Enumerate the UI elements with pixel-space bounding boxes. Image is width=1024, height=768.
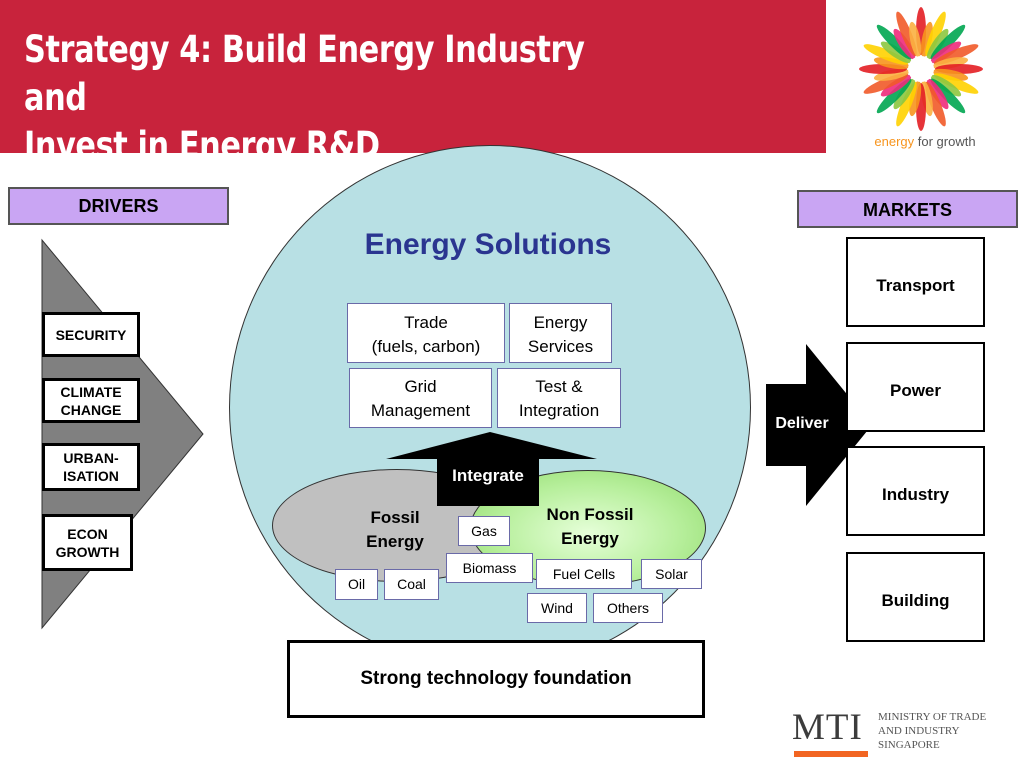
flower-petal [876,24,912,60]
flower-petal [880,74,912,97]
slide-title-line1: Strategy 4: Build Energy Industry and [24,28,585,119]
tag-coal: Coal [384,569,439,600]
energy-solutions-title: Energy Solutions [364,228,612,261]
driver-security: SECURITY [42,312,140,357]
solution-services-line2: Services [527,337,594,356]
mti-line1: MINISTRY OF TRADE [878,711,987,723]
solution-test-integration: Test & Integration [497,368,621,428]
driver-climate-change: CLIMATE CHANGE [42,378,140,423]
market-power: Power [846,342,985,432]
solution-grid-line1: Grid [404,377,437,396]
mti-ministry-name: MINISTRY OF TRADE AND INDUSTRY SINGAPORE [878,710,1024,752]
non-fossil-line1: Non Fossil [546,505,634,524]
flower-petal [863,44,909,65]
flower-logo-icon [859,7,983,131]
integrate-label: Integrate [452,466,524,485]
fossil-line2: Energy [366,532,424,551]
slide-title: Strategy 4: Build Energy Industry and In… [24,26,647,170]
solution-trade: Trade (fuels, carbon) [347,303,505,363]
logo-tagline-rest: for growth [914,134,976,149]
non-fossil-energy-label: Non Fossil Energy [520,503,660,551]
tag-biomass: Biomass [446,553,533,583]
driver-urbanisation: URBAN- ISATION [42,443,140,491]
flower-petal [896,81,917,127]
flower-petal [926,78,949,110]
flower-petal [930,74,962,97]
tag-fuel-cells: Fuel Cells [536,559,632,589]
solution-test-line2: Integration [518,401,600,420]
flower-petal [880,41,912,64]
solution-grid-management: Grid Management [349,368,492,428]
flower-petal [876,78,912,114]
flower-petal [930,24,966,60]
flower-petal [932,68,969,81]
flower-petal [925,11,946,57]
flower-petal [909,80,922,117]
markets-label: MARKETS [797,190,1018,228]
deliver-label: Deliver [775,415,829,432]
non-fossil-line2: Energy [561,529,619,548]
slide-title-line2: Invest in Energy R&D [24,124,380,167]
driver-econ-line2: GROWTH [55,543,120,560]
tag-oil: Oil [335,569,378,600]
driver-urban-line1: URBAN- [63,450,119,466]
fossil-line1: Fossil [370,508,420,527]
solution-trade-line2: (fuels, carbon) [371,337,481,356]
drivers-label: DRIVERS [8,187,229,225]
mti-accent-bar [794,751,868,757]
driver-econ-growth: ECON GROWTH [42,514,133,571]
energy-for-growth-logo: energy for growth [826,0,1024,156]
mti-line2: AND INDUSTRY [878,725,960,737]
driver-urban-line2: ISATION [63,468,119,484]
market-building: Building [846,552,985,642]
driver-security-line1: SECURITY [55,326,127,343]
driver-climate-line2: CHANGE [60,401,122,418]
tag-gas: Gas [458,516,510,546]
tag-solar: Solar [641,559,702,589]
logo-tagline: energy for growth [826,134,1024,149]
market-transport: Transport [846,237,985,327]
driver-climate-line1: CLIMATE [60,383,122,400]
flower-petal [893,28,916,60]
solution-services-line1: Energy [533,313,588,332]
flower-petal [909,21,922,58]
solution-test-line1: Test & [535,377,583,396]
flower-petal [926,28,949,60]
mti-line3: SINGAPORE [878,739,940,751]
flower-petal [893,78,916,110]
mti-abbr: MTI [792,707,863,748]
flower-petal [873,57,910,70]
flower-petal [933,73,979,94]
technology-foundation-box: Strong technology foundation [287,640,705,718]
flower-petal [920,21,933,58]
solution-trade-line1: Trade [404,313,448,332]
logo-tagline-accent: energy [874,134,915,149]
flower-petal [930,78,966,114]
deliver-arrow [766,344,872,506]
fossil-energy-label: Fossil Energy [345,506,445,554]
tag-wind: Wind [527,593,587,623]
driver-econ-line1: ECON [67,525,108,542]
tag-others: Others [593,593,663,623]
market-industry: Industry [846,446,985,536]
flower-petal [930,41,962,64]
solution-grid-line2: Management [370,401,471,420]
solution-energy-services: Energy Services [509,303,612,363]
